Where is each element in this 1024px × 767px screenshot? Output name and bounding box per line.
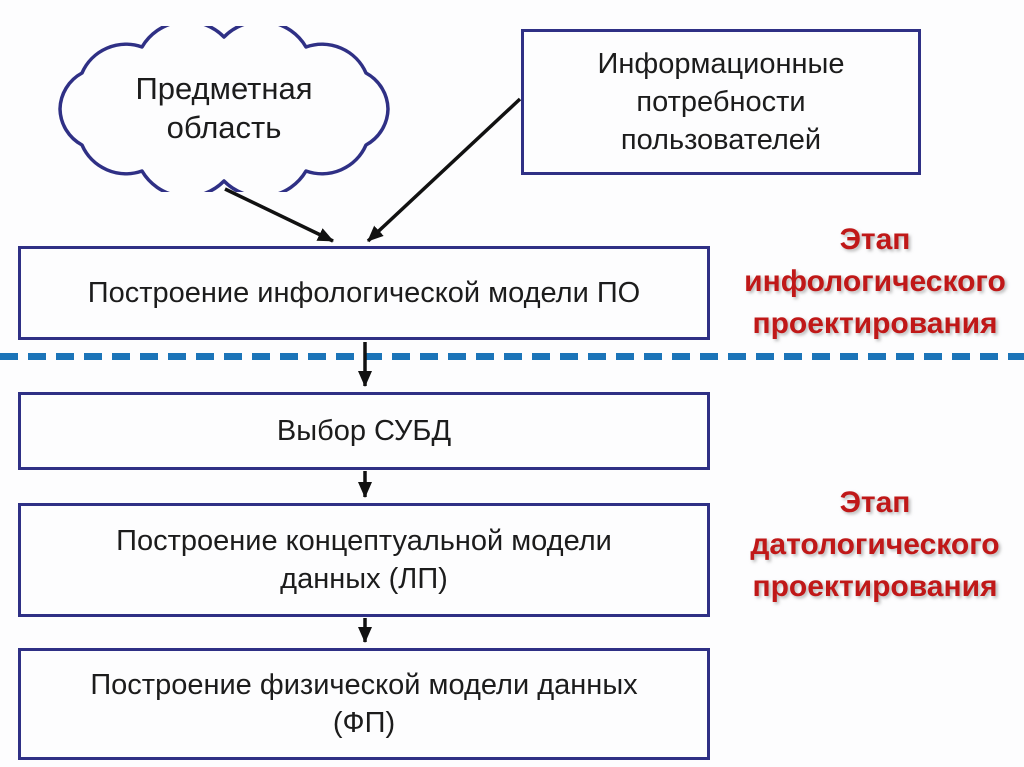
cloud-outline-icon bbox=[58, 26, 390, 192]
cloud-label-line: область bbox=[166, 110, 282, 145]
stage-divider-dashed-line bbox=[0, 353, 1024, 360]
stage-label-infological: Этап инфологического проектирования bbox=[725, 219, 1024, 345]
step-label: Выбор СУБД bbox=[276, 414, 452, 447]
step-label: Построение физической модели данных bbox=[90, 668, 638, 701]
stage-label-line: Этап bbox=[839, 486, 911, 519]
step-label: Построение инфологической модели ПО bbox=[87, 276, 641, 309]
step-label: (ФП) bbox=[332, 707, 396, 739]
arrow-cloud-to-infological bbox=[224, 187, 334, 243]
step-label: данных (ЛП) bbox=[280, 563, 448, 595]
info-needs-line: потребности bbox=[636, 85, 806, 118]
step-box-conceptual-model: Построение концептуальной модели данных … bbox=[18, 503, 710, 617]
info-needs-line: пользователей bbox=[620, 124, 822, 157]
stage-label-line: датологического bbox=[750, 528, 1000, 561]
info-needs-box: Информационные потребности пользователей bbox=[521, 29, 921, 175]
stage-label-line: инфологического bbox=[744, 265, 1006, 298]
step-box-infological-model: Построение инфологической модели ПО bbox=[18, 246, 710, 340]
step-box-physical-model: Построение физической модели данных (ФП) bbox=[18, 648, 710, 760]
step-box-dbms-choice: Выбор СУБД bbox=[18, 392, 710, 470]
subject-area-cloud bbox=[58, 26, 390, 192]
step-label: Построение концептуальной модели bbox=[116, 524, 612, 557]
stage-label-line: проектирования bbox=[752, 307, 998, 340]
subject-area-label: Предметная область bbox=[48, 26, 400, 192]
stage-label-line: Этап bbox=[839, 223, 911, 256]
stage-label-datalogical: Этап датологического проектирования bbox=[725, 482, 1024, 608]
info-needs-line: Информационные bbox=[597, 47, 845, 80]
cloud-label-line: Предметная bbox=[135, 71, 313, 107]
stage-label-line: проектирования bbox=[752, 570, 998, 603]
